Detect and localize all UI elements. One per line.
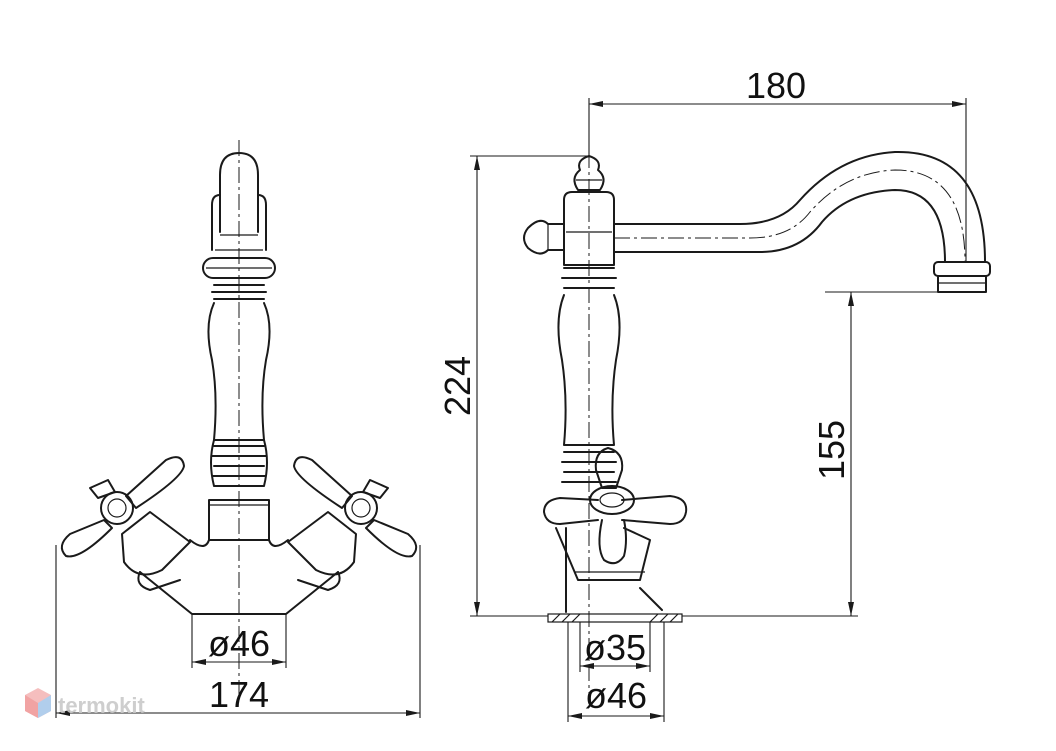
- side-spout-height-dimension: 155: [682, 291, 938, 617]
- side-view: 180 224 155 ø35: [437, 65, 991, 722]
- front-left-handle: [60, 456, 191, 591]
- side-height-label: 224: [437, 356, 478, 416]
- side-base-plate: [547, 613, 683, 623]
- watermark-text: termokit: [58, 693, 145, 718]
- side-spout: [613, 150, 986, 263]
- side-base-diameter-label: ø46: [585, 675, 647, 716]
- side-lower-stem: [565, 527, 663, 613]
- side-aerator-ring: [933, 261, 991, 277]
- front-spout-tube: [219, 152, 259, 233]
- front-spout-collar: [211, 194, 267, 251]
- side-neck-beads: [561, 267, 617, 289]
- front-base: [139, 571, 339, 615]
- front-width-label: 174: [209, 674, 269, 715]
- hexagon-cube-icon: [25, 688, 51, 718]
- side-reach-dimension: 180: [588, 65, 967, 262]
- side-reach-label: 180: [746, 65, 806, 106]
- side-aerator: [937, 275, 987, 293]
- front-neck-beads: [211, 284, 267, 300]
- side-height-dimension: 224: [437, 155, 589, 617]
- side-hole-diameter-label: ø35: [584, 627, 646, 668]
- front-right-handle: [287, 456, 418, 591]
- side-top-block: [563, 191, 615, 266]
- side-lower-beads: [561, 451, 617, 483]
- front-view: ø46 174: [55, 140, 421, 718]
- front-base-diameter-label: ø46: [208, 623, 270, 664]
- side-hole-diameter-dimension: ø35: [579, 622, 651, 672]
- side-base-diameter-dimension: ø46: [567, 622, 665, 722]
- front-base-diameter-dimension: ø46: [191, 614, 287, 668]
- front-nut: [208, 499, 270, 541]
- side-handle: [543, 447, 688, 581]
- front-width-dimension: 174: [55, 545, 421, 718]
- front-body: [207, 302, 271, 441]
- front-lower-beads: [210, 439, 268, 487]
- side-spout-height-label: 155: [811, 420, 852, 480]
- watermark: termokit: [25, 688, 145, 718]
- front-upper-ring: [202, 257, 276, 279]
- side-top-lever: [523, 219, 565, 255]
- side-body: [557, 294, 621, 446]
